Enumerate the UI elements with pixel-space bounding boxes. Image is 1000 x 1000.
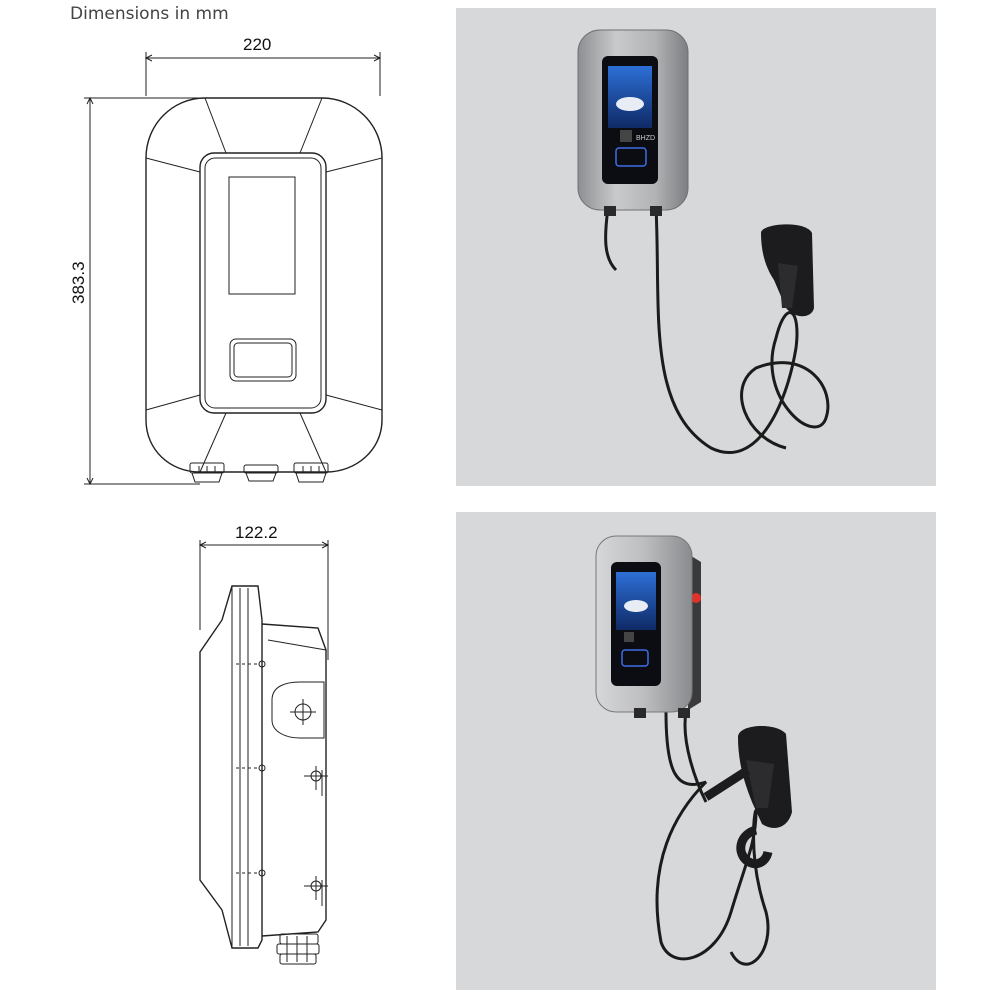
charger-photo-front-illustration: BHZD [577,29,830,455]
depth-dimension-label: 122.2 [235,523,278,542]
cable-gland-right [293,462,329,483]
wall-screw-lower [304,876,328,906]
front-cover-profile [199,585,263,949]
side-view-drawing [198,540,330,965]
svg-text:BHZD: BHZD [636,135,655,142]
button-outline [229,338,297,382]
rear-body-profile [261,623,327,937]
charger-body-outline [145,97,383,473]
front-panel-outline [199,152,327,414]
width-dimension-label: 220 [243,35,272,54]
mounting-bracket [271,681,325,739]
dimensions-caption: Dimensions in mm [70,4,229,24]
charger-photo-side [456,512,936,990]
side-cable-gland [276,933,320,965]
red-indicator-light [691,593,701,603]
front-view-drawing [84,52,383,486]
cable-gland-middle [243,464,279,482]
cable-gland-left [189,462,225,483]
charger-photo-front: BHZD [456,8,936,486]
charger-photo-side-illustration [595,535,792,966]
screen-outline [228,176,296,295]
wall-screw-upper [304,766,328,796]
